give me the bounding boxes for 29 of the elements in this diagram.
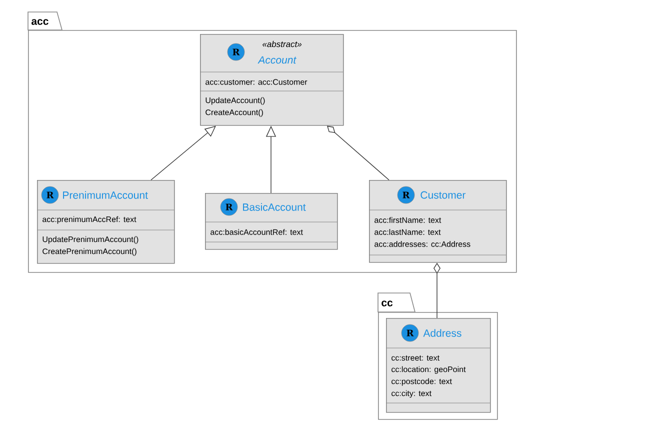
- class-box: [204, 193, 338, 250]
- class-name: Address: [423, 329, 462, 337]
- attribute-text: acc:lastName: text: [374, 229, 441, 235]
- class-box: [200, 34, 344, 126]
- class-box: [368, 180, 507, 263]
- method-text: CreatePrenimumAccount(): [42, 248, 136, 256]
- class-name: Customer: [420, 191, 466, 199]
- node-label: acc: [32, 19, 48, 25]
- attribute-text: acc:basicAccountRef: text: [210, 229, 303, 235]
- attribute-text: cc:location: geoPoint: [392, 366, 466, 374]
- class-name: PrenimumAccount: [63, 191, 148, 199]
- attribute-text: cc:city: text: [392, 390, 432, 398]
- inheritance-arrow: [150, 126, 216, 180]
- attribute-text: acc:addresses: cc:Address: [374, 241, 470, 247]
- aggregation-line: [327, 126, 390, 180]
- class-box: [36, 180, 175, 264]
- class-name: Account: [258, 56, 296, 64]
- attribute-text: acc:customer: acc:Customer: [206, 79, 308, 85]
- class-name: BasicAccount: [243, 203, 306, 211]
- method-text: UpdatePrenimumAccount(): [42, 236, 138, 244]
- attribute-text: cc:street: text: [392, 355, 440, 361]
- method-text: UpdateAccount(): [206, 97, 265, 105]
- stereotype-label: «abstract»: [262, 40, 302, 48]
- node-label: cc: [382, 300, 393, 306]
- class-box: [386, 318, 491, 413]
- attribute-text: cc:postcode: text: [392, 378, 452, 386]
- method-text: CreateAccount(): [206, 109, 263, 117]
- attribute-text: acc:firstName: text: [374, 217, 442, 223]
- attribute-text: acc:prenimumAccRef: text: [42, 216, 136, 224]
